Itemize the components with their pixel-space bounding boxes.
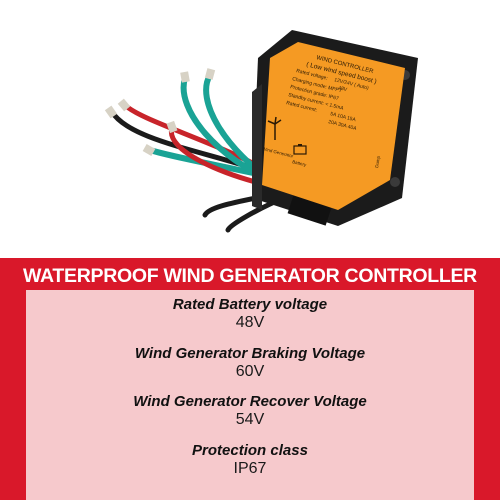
product-photo: WIND CONTROLLER ( Low wind speed boost )… <box>104 30 418 233</box>
terminal-label-battery: Battery <box>292 159 308 167</box>
spec-value: 48V <box>235 314 265 331</box>
spec-value: IP67 <box>233 460 267 477</box>
spec-value: 54V <box>235 411 265 428</box>
banner-title: WATERPROOF WIND GENERATOR CONTROLLER <box>23 265 477 287</box>
spec-protection-class: Protection class IP67 <box>26 442 474 478</box>
spec-panel: Rated Battery voltage 48V Wind Generator… <box>26 290 474 500</box>
wind-turbine-icon <box>267 116 282 140</box>
mounting-hole <box>390 177 400 187</box>
spec-label: Wind Generator Braking Voltage <box>134 345 366 362</box>
spec-braking-voltage: Wind Generator Braking Voltage 60V <box>26 345 474 381</box>
spec-recover-voltage: Wind Generator Recover Voltage 54V <box>26 393 474 429</box>
spec-label: Rated Battery voltage <box>172 296 328 313</box>
svg-text:48V: 48V <box>338 85 349 93</box>
wire-ferrules <box>104 68 216 156</box>
terminal-label-dump: Dump <box>374 155 381 168</box>
controller-label-panel <box>262 42 405 210</box>
battery-icon <box>293 144 307 155</box>
spec-rated-battery-voltage: Rated Battery voltage 48V <box>26 296 474 332</box>
spec-label: Protection class <box>192 442 308 459</box>
spec-banner: WATERPROOF WIND GENERATOR CONTROLLER Rat… <box>0 258 500 500</box>
wind-controller-illustration: WIND CONTROLLER ( Low wind speed boost )… <box>104 30 418 233</box>
spec-label: Wind Generator Recover Voltage <box>133 393 367 410</box>
spec-value: 60V <box>235 363 265 380</box>
